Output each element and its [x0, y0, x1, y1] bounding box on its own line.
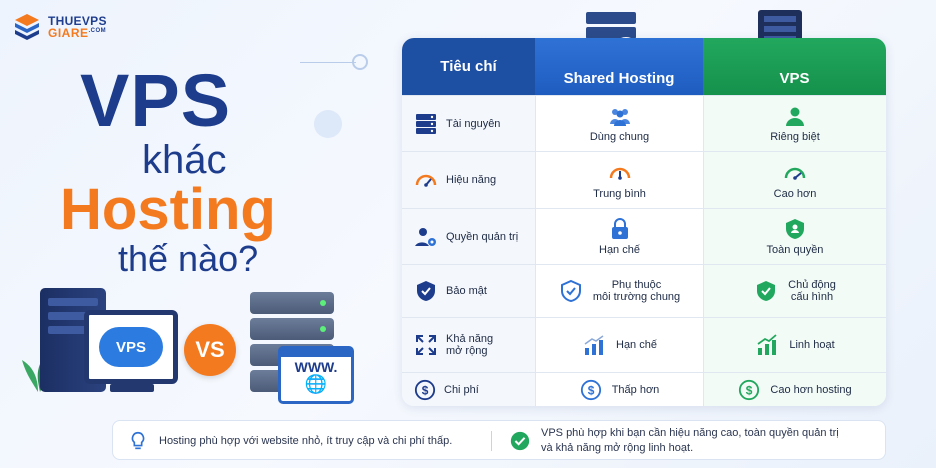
admin-icon [415, 227, 436, 246]
monitor-stand [110, 384, 154, 392]
table-header: Tiêu chí Shared Hosting VPS [402, 38, 886, 95]
comparison-table: Tiêu chí Shared Hosting VPS Tài nguyên D… [402, 38, 886, 406]
dollar-green-icon: $ [739, 379, 760, 400]
vps-cloud-label: VPS [99, 327, 163, 367]
check-circle-icon [510, 431, 530, 451]
svg-text:$: $ [422, 383, 429, 397]
logo-line1: THUEVPS [48, 14, 107, 28]
headline-khac: khác [142, 138, 227, 182]
summary-hosting: Hosting phù hợp với website nhỏ, ít truy… [159, 435, 453, 447]
svg-text:$: $ [587, 383, 594, 397]
cost-icon: $ [414, 379, 436, 400]
monitor-illustration: VPS [84, 310, 178, 384]
lightbulb-icon [131, 431, 145, 450]
headline-question: thế nào? [118, 238, 259, 279]
shared-value-line1: Phụ thuộc [611, 279, 662, 291]
table-row: Tài nguyên Dùng chung Riêng biệt [402, 95, 886, 151]
criteria-label: Quyền quản trị [446, 230, 519, 243]
summary-vps-line2: và khả năng mở rộng linh hoạt. [541, 442, 694, 454]
shield-outline-icon [560, 279, 581, 303]
expand-icon [416, 335, 436, 355]
globe-icon: 🌐 [304, 374, 328, 394]
shield-check-icon [757, 281, 776, 301]
table-row: $ Chi phí $ Thấp hơn $ Cao hơn hosting [402, 372, 886, 406]
vs-badge: VS [184, 324, 236, 376]
shield-icon [417, 281, 435, 301]
www-label: WWW. [294, 359, 338, 375]
table-row: Hiệu năng Trung bình Cao hơn [402, 151, 886, 208]
criteria-label: Hiệu năng [446, 174, 497, 186]
user-icon [786, 107, 804, 126]
logo-cube-icon [15, 14, 39, 40]
brand-logo[interactable]: THUEVPS GIARE.COM [12, 12, 107, 42]
logo-suffix: .COM [88, 28, 107, 34]
summary-bar: Hosting phù hợp với website nhỏ, ít truy… [112, 420, 886, 460]
header-vps: VPS [703, 38, 886, 95]
www-window-illustration: WWW. 🌐 [278, 346, 354, 404]
shared-value: Thấp hơn [611, 383, 660, 396]
user-shield-icon [786, 219, 804, 239]
header-criteria: Tiêu chí [402, 38, 535, 95]
vps-value: Cao hơn [773, 187, 817, 200]
shared-value: Trung bình [593, 187, 646, 200]
gauge-icon [415, 174, 437, 187]
table-row: Quyền quản trị Hạn chế Toàn quyền [402, 208, 886, 264]
headline-hosting: Hosting [60, 177, 276, 242]
vps-value: Riêng biệt [770, 131, 820, 143]
lock-icon [611, 218, 628, 239]
vps-value: Cao hơn hosting [770, 383, 852, 396]
vps-value-line2: cấu hình [790, 291, 834, 303]
users-group-icon [609, 109, 630, 126]
headline-vps: VPS [80, 59, 232, 142]
criteria-label-line2: mở rộng [446, 345, 488, 357]
bar-chart-icon [584, 335, 604, 355]
criteria-label: Chi phí [444, 383, 479, 396]
decor-circle [314, 110, 342, 138]
summary-vps-line1: VPS phù hợp khi bạn cần hiệu năng cao, t… [541, 427, 839, 439]
shared-value-line2: môi trường chung [592, 291, 681, 303]
shared-value: Hạn chế [599, 244, 640, 256]
summary-divider [491, 431, 492, 451]
shared-value: Hạn chế [616, 339, 657, 351]
shared-value: Dùng chung [589, 131, 650, 143]
vps-value: Toàn quyền [766, 244, 824, 256]
decor-ring [352, 54, 368, 70]
growth-chart-icon [757, 334, 777, 355]
vps-value: Linh hoạt [789, 339, 835, 351]
server-icon [416, 113, 436, 134]
criteria-label: Bảo mật [446, 285, 487, 297]
vps-value-line1: Chủ động [788, 279, 836, 291]
logo-line2: GIARE [48, 26, 89, 40]
gauge-medium-icon [609, 167, 630, 180]
gauge-high-icon [784, 167, 806, 180]
criteria-label: Tài nguyên [446, 117, 501, 130]
svg-text:$: $ [746, 383, 753, 397]
header-shared-hosting: Shared Hosting [535, 38, 703, 95]
decor-line [300, 62, 356, 63]
criteria-label-line1: Khả năng [446, 333, 494, 345]
dollar-icon: $ [580, 379, 601, 400]
